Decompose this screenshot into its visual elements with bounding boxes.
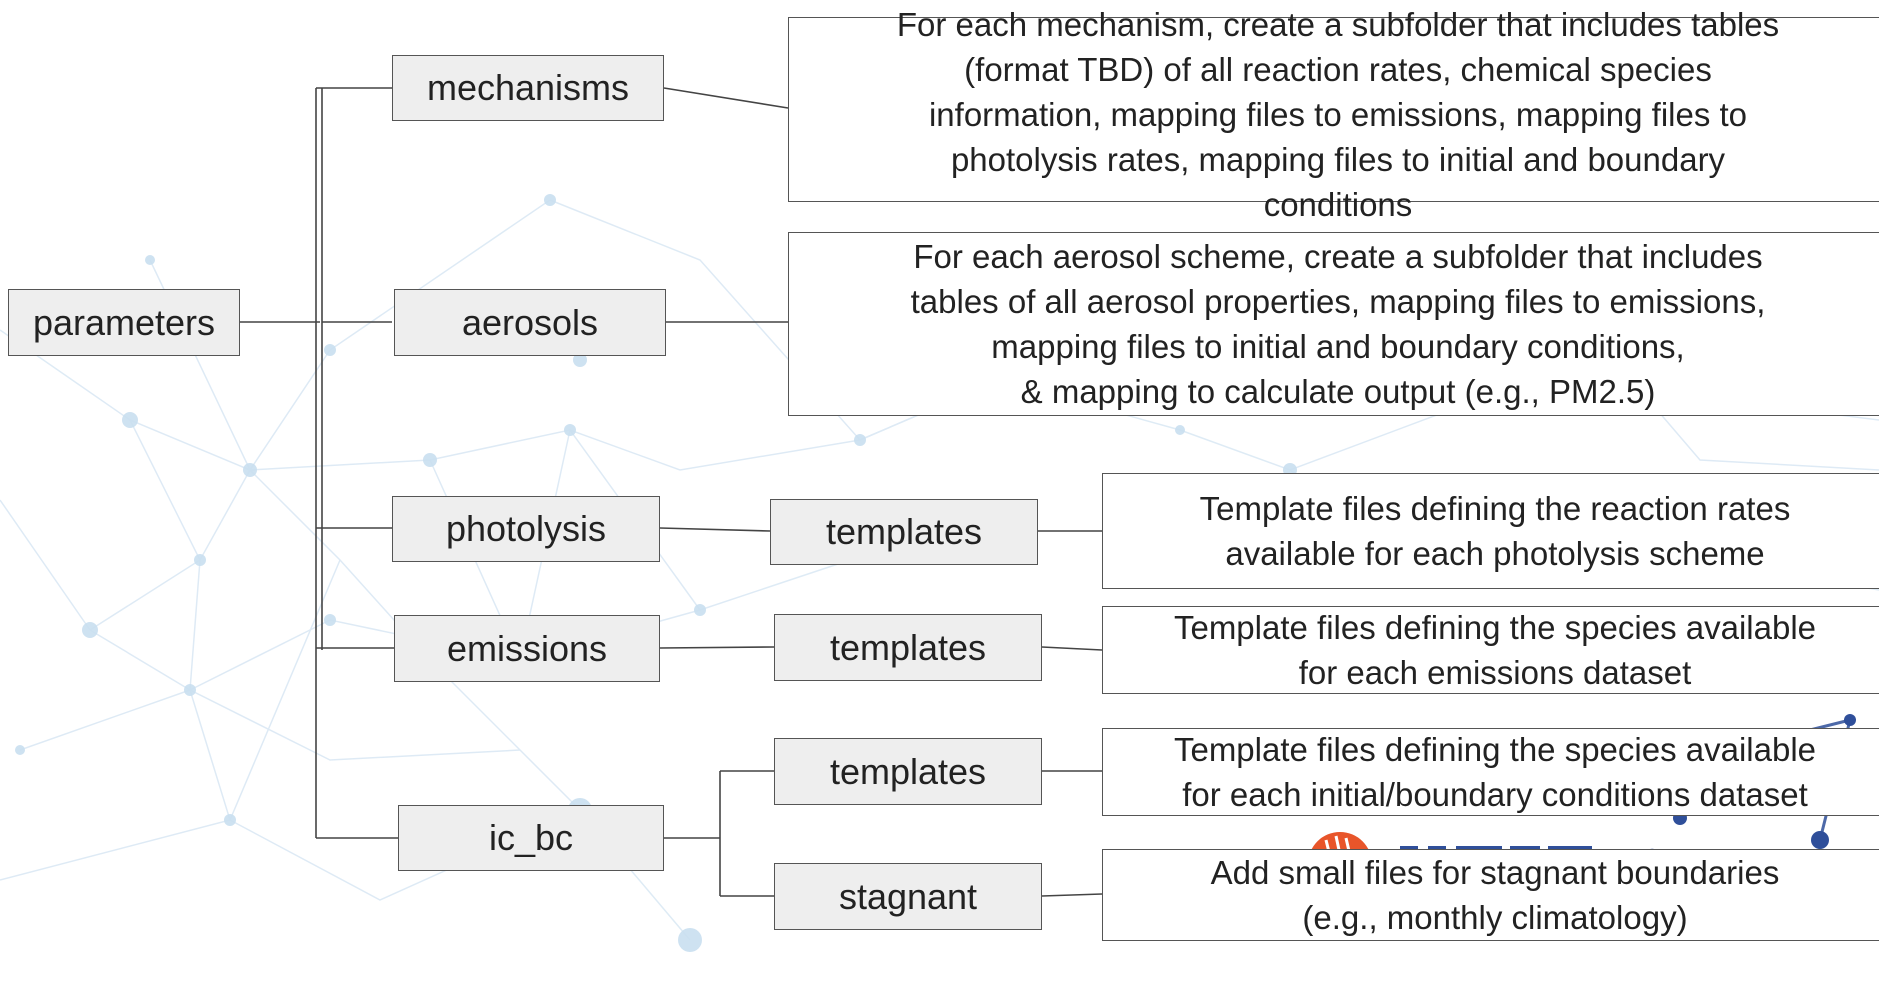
description-line: available for each photolysis scheme (1225, 535, 1765, 572)
node-mechanisms: mechanisms (392, 55, 664, 121)
description-emissions: Template files defining the species avai… (1102, 606, 1879, 694)
node-emissions: emissions (394, 615, 660, 682)
description-line: & mapping to calculate output (e.g., PM2… (1020, 373, 1656, 410)
description-line: for each initial/boundary conditions dat… (1182, 776, 1808, 813)
description-line: For each mechanism, create a subfolder t… (896, 6, 1780, 43)
description-ic-bc-templates: Template files defining the species avai… (1102, 728, 1879, 816)
description-line: Template files defining the species avai… (1173, 731, 1817, 768)
description-line: Template files defining the reaction rat… (1199, 490, 1791, 527)
description-line: (format TBD) of all reaction rates, chem… (964, 51, 1712, 88)
node-ic-bc-stagnant: stagnant (774, 863, 1042, 930)
root-node-parameters: parameters (8, 289, 240, 356)
description-mechanisms: For each mechanism, create a subfolder t… (788, 6, 1879, 223)
description-line: photolysis rates, mapping files to initi… (950, 141, 1726, 178)
description-line: Template files defining the species avai… (1173, 609, 1817, 646)
description-line: conditions (1263, 186, 1413, 223)
description-line: Add small files for stagnant boundaries (1210, 854, 1780, 891)
description-line: For each aerosol scheme, create a subfol… (913, 238, 1763, 275)
node-aerosols: aerosols (394, 289, 666, 356)
description-line: tables of all aerosol properties, mappin… (910, 283, 1766, 320)
description-photolysis: Template files defining the reaction rat… (1102, 473, 1879, 589)
node-emissions-templates: templates (774, 614, 1042, 681)
node-ic-bc: ic_bc (398, 805, 664, 871)
node-photolysis: photolysis (392, 496, 660, 562)
node-photolysis-templates: templates (770, 499, 1038, 565)
description-line: mapping files to initial and boundary co… (991, 328, 1685, 365)
description-line: (e.g., monthly climatology) (1302, 899, 1688, 936)
description-ic-bc-stagnant: Add small files for stagnant boundaries … (1102, 849, 1879, 941)
node-ic-bc-templates: templates (774, 738, 1042, 805)
description-line: for each emissions dataset (1298, 654, 1692, 691)
description-line: information, mapping files to emissions,… (928, 96, 1748, 133)
description-aerosols: For each aerosol scheme, create a subfol… (788, 232, 1879, 416)
